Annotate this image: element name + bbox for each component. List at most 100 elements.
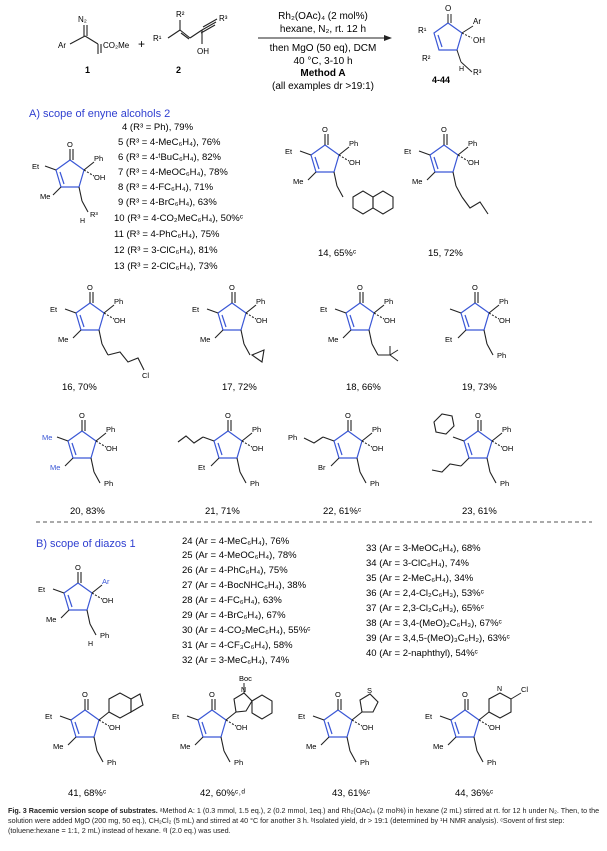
section-a-list: 4 (R³ = Ph), 79% 5 (R³ = 4-MeC₆H₄), 76% … <box>114 122 244 272</box>
atom-s: S <box>367 686 372 695</box>
atom-et: Et <box>32 162 40 171</box>
atom-oh: OH <box>489 723 500 732</box>
atom-o: O <box>209 690 215 699</box>
atom-ph: Ph <box>468 139 477 148</box>
atom-et: Et <box>172 712 180 721</box>
atom-ph: Ph <box>372 425 381 434</box>
atom-me: Me <box>200 335 210 344</box>
compound-22-structure: O Ph OH Ph Br Ph <box>288 411 383 488</box>
compound-42-structure: Boc N O OH Et Me Ph <box>172 674 273 767</box>
label-20: 20, 83% <box>70 506 105 517</box>
compound-15-structure: O Ph OH Et Me <box>404 125 489 215</box>
atom-o: O <box>79 411 85 420</box>
entry-6: 6 (R³ = 4-ᵗBuC₆H₄), 82% <box>118 152 222 163</box>
general-structure-b: O Ar OH Et Me Ph H <box>38 563 113 648</box>
compound-1-number: 1 <box>85 65 90 75</box>
compound-14-structure: O Ph OH Et Me <box>285 125 394 215</box>
entry-40: 40 (Ar = 2-naphthyl), 54%ᶜ <box>366 648 479 659</box>
atom-ph: Ph <box>94 154 103 163</box>
dr-note: (all examples dr >19:1) <box>272 81 374 92</box>
atom-ph: Ph <box>487 758 496 767</box>
atom-oh: OH <box>362 723 373 732</box>
atom-oh: OH <box>252 444 263 453</box>
product-oh: OH <box>473 36 485 45</box>
entry-24: 24 (Ar = 4-MeC₆H₄), 76% <box>182 536 290 547</box>
atom-o: O <box>82 690 88 699</box>
condition-line-1: Rh₂(OAc)₄ (2 mol%) <box>278 11 368 22</box>
n2-label: N₂ <box>78 15 87 24</box>
reaction-conditions: Rh₂(OAc)₄ (2 mol%) hexane, N₂, rt. 12 h … <box>258 11 392 92</box>
atom-ph: Ph <box>256 297 265 306</box>
atom-me: Me <box>53 742 63 751</box>
compound-16-structure: O Ph OH Et Me Cl <box>50 283 149 380</box>
atom-ph: Ph <box>499 297 508 306</box>
product-r1: R¹ <box>418 26 427 35</box>
label-22: 22, 61%ᶜ <box>323 506 362 517</box>
compound-21-structure: O Ph OH Et Ph <box>177 411 263 488</box>
entry-27: 27 (Ar = 4-BocNHC₆H₄), 38% <box>182 580 307 591</box>
atom-me: Me <box>42 433 52 442</box>
atom-me: Me <box>293 177 303 186</box>
entry-12: 12 (R³ = 3-ClC₆H₄), 81% <box>114 245 218 256</box>
entry-33: 33 (Ar = 3-MeOC₆H₄), 68% <box>366 543 481 554</box>
method-label: Method A <box>300 68 345 79</box>
atom-et: Et <box>320 305 328 314</box>
atom-me: Me <box>58 335 68 344</box>
atom-cl: Cl <box>142 371 149 380</box>
atom-o: O <box>87 283 93 292</box>
product-structure: O Ar OH R¹ R² R³ H 4-44 <box>418 4 485 85</box>
entry-10: 10 (R³ = 4-CO₂MeC₆H₄), 50%ᶜ <box>114 213 244 224</box>
atom-ar: Ar <box>102 577 110 586</box>
atom-boc: Boc <box>239 674 252 683</box>
atom-oh: OH <box>102 596 113 605</box>
entry-4: 4 (R³ = Ph), 79% <box>122 122 194 133</box>
r3-label: R³ <box>219 14 228 23</box>
product-o: O <box>445 4 451 13</box>
atom-ph: Ph <box>288 433 297 442</box>
entry-36: 36 (Ar = 2,4-Cl₂C₆H₃), 53%ᶜ <box>366 588 485 599</box>
label-14: 14, 65%ᶜ <box>318 248 357 259</box>
atom-et: Et <box>285 147 293 156</box>
atom-ph: Ph <box>106 425 115 434</box>
entry-5: 5 (R³ = 4-MeC₆H₄), 76% <box>118 137 221 148</box>
atom-ph: Ph <box>107 758 116 767</box>
entry-29: 29 (Ar = 4-BrC₆H₄), 67% <box>182 610 286 621</box>
label-42: 42, 60%ᶜ˒ᵈ <box>200 788 245 799</box>
atom-oh: OH <box>502 444 513 453</box>
atom-ph: Ph <box>497 351 506 360</box>
label-21: 21, 71% <box>205 506 240 517</box>
label-19: 19, 73% <box>462 382 497 393</box>
atom-n: N <box>241 687 246 694</box>
atom-o: O <box>345 411 351 420</box>
label-43: 43, 61%ᶜ <box>332 788 371 799</box>
atom-o: O <box>357 283 363 292</box>
product-r2: R² <box>422 54 431 63</box>
label-18: 18, 66% <box>346 382 381 393</box>
r2-label: R² <box>176 10 185 19</box>
atom-et: Et <box>38 585 46 594</box>
atom-ph: Ph <box>234 758 243 767</box>
entry-25: 25 (Ar = 4-MeOC₆H₄), 78% <box>182 550 297 561</box>
atom-oh: OH <box>236 723 247 732</box>
atom-cl: Cl <box>521 685 528 694</box>
atom-oh: OH <box>114 316 125 325</box>
atom-h: H <box>88 641 93 648</box>
atom-o: O <box>75 563 81 572</box>
condition-line-3: then MgO (50 eq), DCM <box>270 43 377 54</box>
atom-me: Me <box>433 742 443 751</box>
entry-13: 13 (R³ = 2-ClC₆H₄), 73% <box>114 261 218 272</box>
entry-35: 35 (Ar = 2-MeC₆H₄), 34% <box>366 573 474 584</box>
compound-23-structure: O Ph OH Ph <box>431 411 513 488</box>
compound-20-structure: O Ph OH Me Me Ph <box>42 411 117 488</box>
atom-ph: Ph <box>370 479 379 488</box>
arrow-head <box>384 35 392 41</box>
label-17: 17, 72% <box>222 382 257 393</box>
label-41: 41, 68%ᶜ <box>68 788 107 799</box>
product-h: H <box>459 66 464 73</box>
entry-11: 11 (R³ = 4-PhC₆H₄), 75% <box>114 229 220 240</box>
entry-32: 32 (Ar = 3-MeC₆H₄), 74% <box>182 655 290 666</box>
atom-br: Br <box>318 463 326 472</box>
atom-o: O <box>335 690 341 699</box>
diazo-reagent-structure: N₂ Ar CO₂Me 1 <box>58 15 130 75</box>
co2me-label: CO₂Me <box>103 41 130 50</box>
